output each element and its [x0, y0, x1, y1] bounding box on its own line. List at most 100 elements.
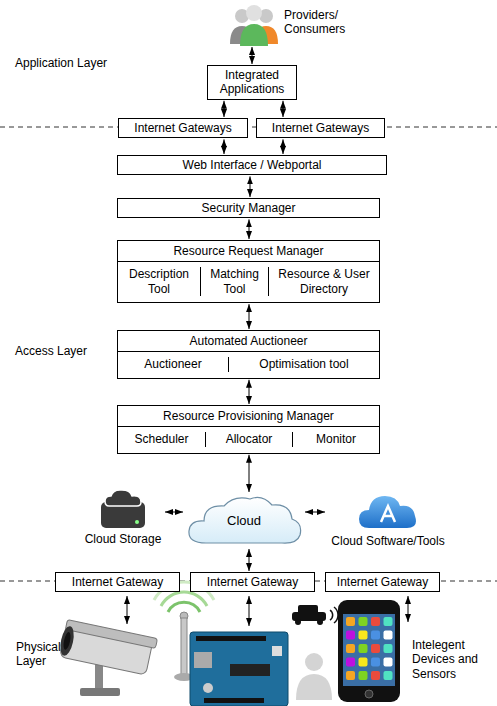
drawing-part	[58, 619, 158, 676]
layer-label: Physical Layer	[16, 640, 62, 669]
drawing-part	[190, 632, 288, 706]
tool-label: Monitor	[292, 432, 379, 446]
drawing-part	[359, 617, 368, 626]
process-box: Integrated Applications	[207, 65, 297, 100]
tool-row: AuctioneerOptimisation tool	[118, 352, 379, 377]
double-arrow	[249, 304, 250, 329]
drawing-part	[240, 24, 268, 46]
drawing-part	[105, 490, 141, 506]
drawing-part	[168, 602, 200, 612]
drawing-part	[365, 690, 373, 698]
drawing-part	[346, 631, 355, 640]
tool-label: Description Tool	[118, 267, 200, 296]
person-illustration	[296, 653, 332, 700]
drawing-part	[343, 614, 395, 686]
drawing-part	[384, 658, 393, 667]
drawing-part	[359, 644, 368, 653]
layer-label: Application Layer	[15, 56, 135, 70]
drawing-part	[346, 671, 355, 680]
icon	[97, 486, 149, 530]
drawing-part	[359, 671, 368, 680]
double-arrow	[249, 549, 250, 571]
tool-row: Description ToolMatching ToolResource & …	[118, 262, 379, 302]
box-label: Internet Gateway	[60, 575, 175, 589]
tool-label: Auctioneer	[118, 357, 228, 371]
double-arrow	[283, 101, 284, 117]
icon-label: Cloud Storage	[85, 532, 162, 546]
double-arrow	[224, 101, 225, 117]
drawing-part	[384, 617, 393, 626]
drawing-part	[296, 674, 332, 700]
gateway-box: Internet Gateways	[256, 118, 385, 138]
gateway-box: Internet Gateway	[325, 572, 440, 592]
double-arrow	[224, 139, 225, 154]
drawing-part	[298, 605, 318, 614]
icon	[357, 488, 419, 532]
drawing-part	[384, 631, 393, 640]
storage-icon-node: Cloud Storage	[82, 486, 164, 546]
drawing-part	[58, 625, 76, 657]
drawing-part	[62, 631, 72, 650]
drawing-part	[249, 596, 250, 626]
double-arrow	[249, 380, 250, 404]
drawing-part	[246, 5, 262, 21]
drawing-part	[371, 658, 380, 667]
tool-row: SchedulerAllocatorMonitor	[118, 427, 379, 452]
icon-label: Providers/ Consumers	[284, 8, 358, 37]
double-arrow	[165, 512, 183, 513]
double-arrow	[250, 176, 251, 197]
icon	[228, 4, 280, 46]
double-arrow	[305, 512, 325, 513]
drawing-part	[127, 596, 128, 624]
drawing-part	[80, 688, 120, 696]
double-arrow	[249, 219, 250, 239]
drawing-part	[384, 644, 393, 653]
drawing-part	[346, 658, 355, 667]
drawing-part	[381, 506, 395, 522]
drawing-part	[359, 658, 368, 667]
drawing-part	[0, 127, 497, 128]
gateway-box: Internet Gateway	[190, 572, 315, 592]
double-arrow	[252, 47, 253, 64]
cloud-shape: Cloud	[184, 493, 304, 548]
phone-app-grid	[346, 617, 393, 680]
manager-box: Resource Request ManagerDescription Tool…	[117, 240, 380, 303]
drawing-part	[204, 698, 264, 703]
box-label: Security Manager	[122, 201, 375, 215]
manager-box: Resource Provisioning ManagerSchedulerAl…	[117, 405, 380, 454]
drawing-part	[194, 652, 212, 668]
drawing-part	[272, 646, 282, 656]
drawing-part	[371, 631, 380, 640]
drawing-part	[359, 631, 368, 640]
drawing-part	[203, 683, 213, 693]
process-box: Web Interface / Webportal	[117, 155, 387, 175]
icon-label: Cloud Software/Tools	[331, 534, 444, 548]
drawing-part	[135, 520, 139, 524]
drawing-part	[230, 664, 270, 676]
box-heading: Automated Auctioneer	[118, 331, 379, 352]
actor-icon-label: Providers/ Consumers	[228, 4, 358, 46]
drawing-part	[305, 653, 323, 671]
tool-label: Allocator	[205, 432, 292, 446]
manager-box: Automated AuctioneerAuctioneerOptimisati…	[117, 330, 380, 379]
drawing-part	[189, 497, 301, 543]
box-label: Internet Gateways	[261, 121, 380, 135]
drawing-part	[317, 619, 323, 625]
vehicle-illustration	[292, 605, 338, 625]
drawing-part	[295, 619, 301, 625]
double-arrow	[283, 139, 284, 154]
box-heading: Resource Request Manager	[118, 241, 379, 262]
drawing-part	[371, 617, 380, 626]
drawing-part	[371, 644, 380, 653]
box-label: Internet Gateway	[195, 575, 310, 589]
drawing-part	[346, 617, 355, 626]
drawing-part	[181, 618, 187, 676]
tool-label: Scheduler	[118, 432, 205, 446]
drawing-part	[196, 636, 266, 641]
camera-illustration	[58, 619, 158, 696]
box-label: Integrated Applications	[212, 68, 292, 97]
gateway-box: Internet Gateway	[55, 572, 180, 592]
drawing-part	[359, 496, 416, 528]
tool-label: Optimisation tool	[228, 357, 379, 371]
